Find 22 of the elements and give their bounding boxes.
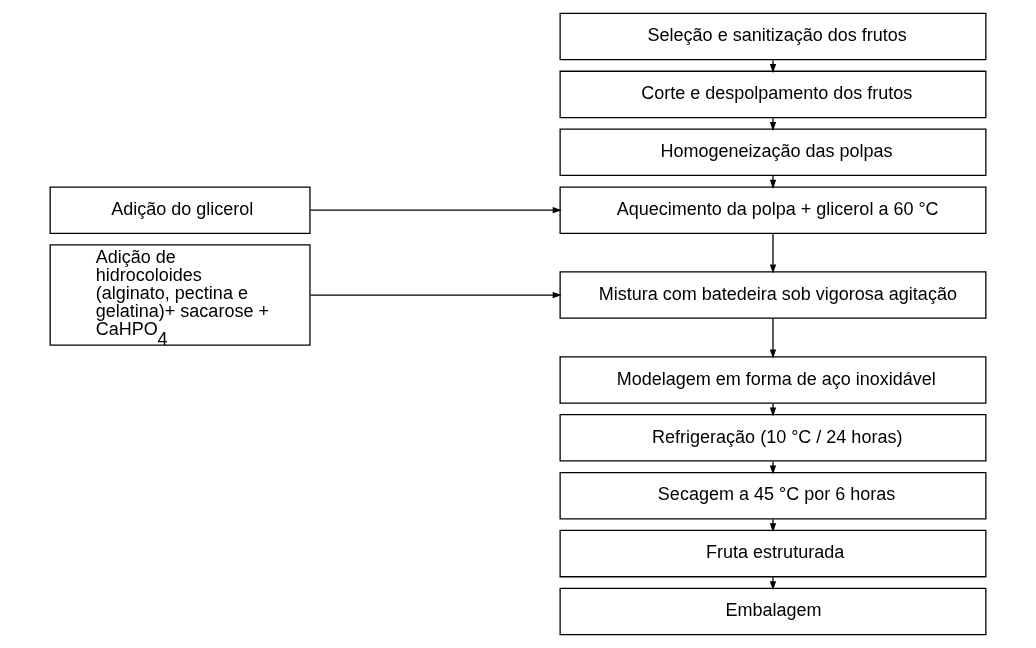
node-box: Secagem a 45 °C por 6 horas xyxy=(559,471,987,520)
node-box: Embalagem xyxy=(559,587,987,636)
arrow xyxy=(769,576,777,591)
node-box: Adição do glicerol xyxy=(49,186,311,234)
arrow xyxy=(769,117,777,131)
arrow xyxy=(769,175,777,189)
arrow xyxy=(309,291,562,299)
arrow xyxy=(769,403,777,417)
arrow xyxy=(769,460,777,475)
arrow xyxy=(769,232,777,274)
node-box: Corte e despolpamento dos frutos xyxy=(559,70,987,119)
node-box: Mistura com batedeira sob vigorosa agitação xyxy=(559,271,987,319)
arrow xyxy=(309,207,562,214)
node-box: Aquecimento da polpa + glicerol a 60 °C xyxy=(559,186,987,234)
arrow xyxy=(769,59,777,74)
node-box: Homogeneização das polpas xyxy=(559,128,987,177)
arrow xyxy=(769,317,777,359)
arrow xyxy=(769,518,777,533)
node-box: Refrigeração (10 °C / 24 horas) xyxy=(559,414,987,462)
node-box: Seleção e sanitização dos frutos xyxy=(559,12,987,61)
node-box: Modelagem em forma de aço inoxidável xyxy=(559,356,987,404)
node-box: Fruta estruturada xyxy=(559,529,987,578)
